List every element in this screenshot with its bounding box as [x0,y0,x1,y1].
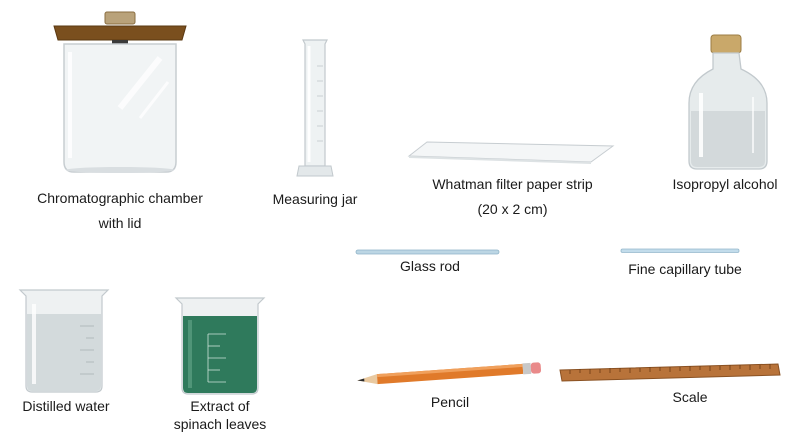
chamber-label-line2: with lid [98,215,142,231]
measuring-jar [295,36,335,182]
distilled-water-beaker [18,286,110,396]
capillary-tube [620,247,740,255]
spinach-extract-beaker [174,294,266,398]
isopropyl-alcohol-bottle [683,33,773,173]
filter-paper-label-line2: (20 x 2 cm) [477,201,548,217]
filter-paper-label-line1: Whatman filter paper strip [432,176,593,192]
chromatographic-chamber [50,8,190,178]
capillary-label: Fine capillary tube [628,261,742,277]
filter-paper-strip [405,138,615,166]
spinach-extract-label-line2: spinach leaves [173,416,267,432]
chamber-label-line1: Chromatographic chamber [37,190,203,206]
scale-label: Scale [672,389,708,405]
chamber-label: Chromatographic chamber with lid [15,186,225,236]
alcohol-label: Isopropyl alcohol [672,176,778,192]
distilled-water-label: Distilled water [22,398,110,414]
glass-rod-label: Glass rod [400,258,460,274]
measuring-jar-label: Measuring jar [272,191,358,207]
pencil-label: Pencil [430,394,470,410]
spinach-extract-label-line1: Extract of [190,398,250,414]
scale-ruler [558,362,783,384]
glass-rod [355,248,500,256]
filter-paper-label: Whatman filter paper strip (20 x 2 cm) [395,172,630,222]
spinach-extract-label: Extract of spinach leaves [160,397,280,433]
pencil [355,360,545,386]
